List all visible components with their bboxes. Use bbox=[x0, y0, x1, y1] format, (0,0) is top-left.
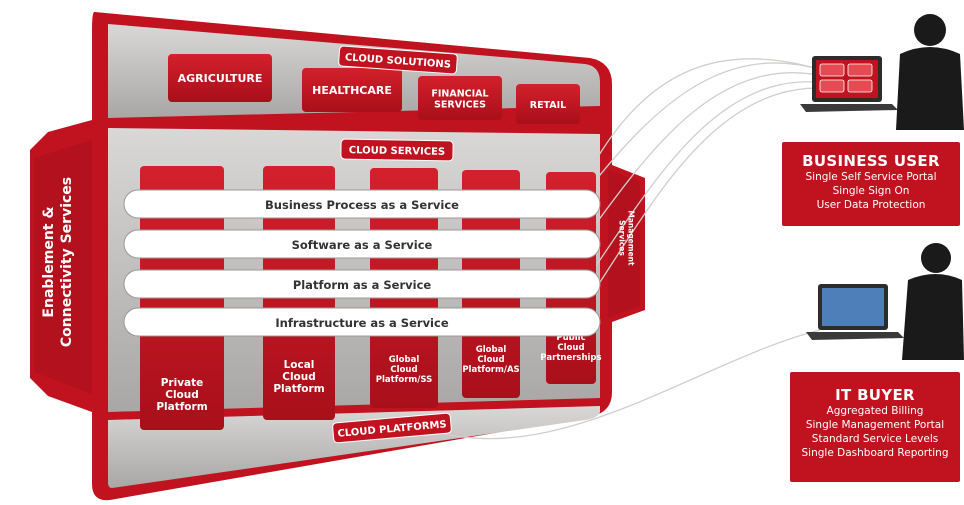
it-buyer-line: Single Dashboard Reporting bbox=[801, 447, 949, 459]
it-buyer-line: Single Management Portal bbox=[805, 419, 945, 431]
solution-box bbox=[302, 68, 402, 112]
connector-line bbox=[429, 329, 821, 440]
solution-box bbox=[418, 76, 502, 120]
service-band-label: Platform as a Service bbox=[293, 278, 432, 292]
service-band bbox=[123, 229, 601, 259]
it-buyer-title: IT BUYER bbox=[835, 386, 915, 404]
business-user-line: Single Self Service Portal bbox=[805, 171, 937, 183]
it-buyer-box: IT BUYER Aggregated Billing Single Manag… bbox=[790, 372, 960, 482]
person-head-itbuyer-icon bbox=[921, 243, 951, 273]
solution-box bbox=[168, 54, 272, 102]
left-wing bbox=[34, 140, 92, 394]
business-user-line: User Data Protection bbox=[816, 199, 926, 211]
portal-tile-icon bbox=[819, 79, 845, 93]
connector-line bbox=[583, 72, 833, 241]
business-user-title: BUSINESS USER bbox=[802, 152, 940, 170]
laptop-base-business bbox=[800, 104, 898, 112]
portal-tile-icon bbox=[847, 79, 873, 93]
cloud-solutions-label: CLOUD SOLUTIONS bbox=[338, 45, 458, 75]
solution-label: HEALTHCARE bbox=[312, 84, 392, 97]
person-body-business-icon bbox=[896, 47, 964, 130]
service-band bbox=[123, 189, 601, 219]
solution-box bbox=[516, 84, 580, 124]
service-band-label: Infrastructure as a Service bbox=[275, 316, 448, 330]
service-band bbox=[123, 269, 601, 299]
cloud-platforms-label: CLOUD PLATFORMS bbox=[332, 412, 452, 444]
person-body-itbuyer-icon bbox=[902, 274, 964, 360]
portal-tile-icon bbox=[847, 63, 873, 77]
person-head-business-icon bbox=[914, 14, 946, 46]
left-wing-label: Enablement &Connectivity Services bbox=[41, 177, 75, 347]
connector-line bbox=[595, 58, 823, 161]
laptop-display-itbuyer bbox=[822, 288, 884, 326]
it-buyer-line: Aggregated Billing bbox=[826, 405, 924, 417]
cloud-platforms-band bbox=[108, 406, 600, 488]
service-band-label: Business Process as a Service bbox=[265, 198, 459, 212]
business-user-line: Single Sign On bbox=[832, 185, 910, 197]
right-wing-label: ManagementServices bbox=[618, 210, 636, 266]
portal-tile-icon bbox=[819, 63, 845, 77]
connector-line bbox=[585, 81, 843, 281]
it-buyer-line: Standard Service Levels bbox=[811, 433, 939, 445]
service-band bbox=[123, 307, 601, 337]
service-band-label: Software as a Service bbox=[292, 238, 433, 252]
connector-line bbox=[587, 87, 853, 301]
laptop-base-itbuyer bbox=[806, 332, 904, 340]
business-user-box: BUSINESS USER Single Self Service Portal… bbox=[782, 142, 960, 226]
connector-line bbox=[579, 62, 823, 201]
solution-label: AGRICULTURE bbox=[178, 72, 263, 85]
cloud-services-label-text: CLOUD SERVICES bbox=[349, 145, 446, 158]
cloud-services-label: CLOUD SERVICES bbox=[340, 138, 454, 162]
solution-label: RETAIL bbox=[530, 100, 567, 111]
